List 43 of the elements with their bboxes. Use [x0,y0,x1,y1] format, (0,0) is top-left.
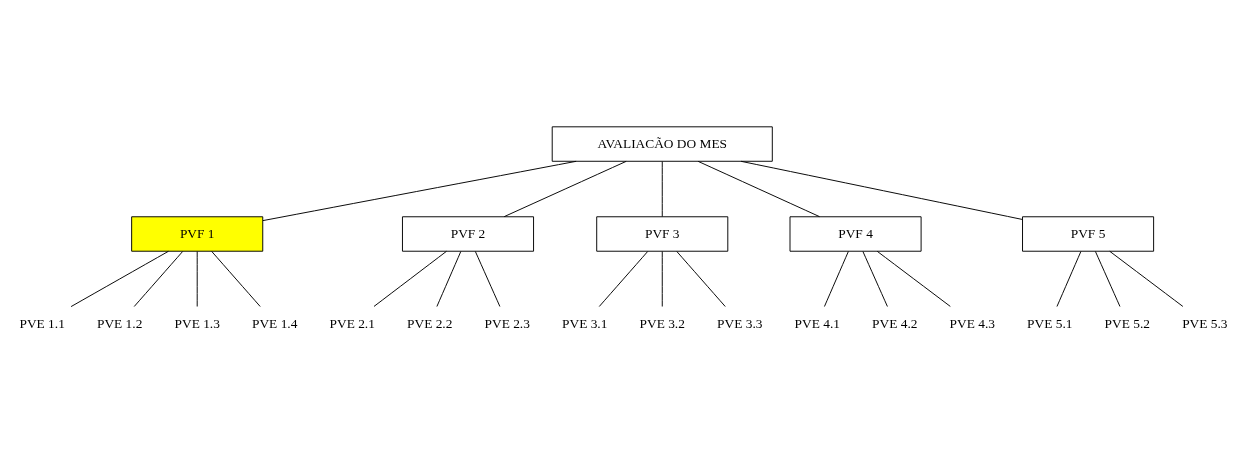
connector [740,160,1023,220]
connector [1109,250,1184,307]
connector [211,251,261,307]
node-text: PVE 2.3 [484,315,530,331]
connector [373,250,447,307]
connector [503,160,627,218]
connector [598,251,649,307]
connector [196,251,198,307]
connector [262,160,577,222]
node-box: AVALIACÃO DO MES [551,126,773,162]
node-text: PVE 2.2 [407,315,453,331]
node-text: PVE 2.1 [329,315,375,331]
node-text: PVE 3.1 [562,315,608,331]
node-text: PVE 5.1 [1027,315,1073,331]
connector [1094,251,1121,307]
node-text: PVE 3.2 [639,315,685,331]
node-box: PVF 1 [131,216,264,252]
connector [697,160,820,218]
connector [661,161,663,218]
connector [133,251,184,307]
node-text: PVE 4.2 [872,315,918,331]
connector [876,250,951,307]
connector [436,251,462,307]
node-box: PVF 2 [401,216,535,252]
connector [474,251,501,307]
node-text: PVE 4.3 [949,315,995,331]
node-text: PVE 1.3 [174,315,220,331]
connector [70,250,169,308]
node-text: PVE 1.4 [252,315,298,331]
node-text: PVE 5.2 [1104,315,1150,331]
connector [1056,251,1082,307]
connector [661,251,663,307]
node-text: PVE 3.3 [717,315,763,331]
node-text: PVE 1.1 [19,315,65,331]
node-text: PVE 5.3 [1182,315,1228,331]
connector [862,251,888,307]
node-box: PVF 5 [1022,216,1155,252]
connector [676,251,726,307]
node-text: PVE 4.1 [794,315,840,331]
node-text: PVE 1.2 [97,315,143,331]
node-box: PVF 4 [789,216,922,252]
connector [823,251,849,307]
node-box: PVF 3 [596,216,729,252]
